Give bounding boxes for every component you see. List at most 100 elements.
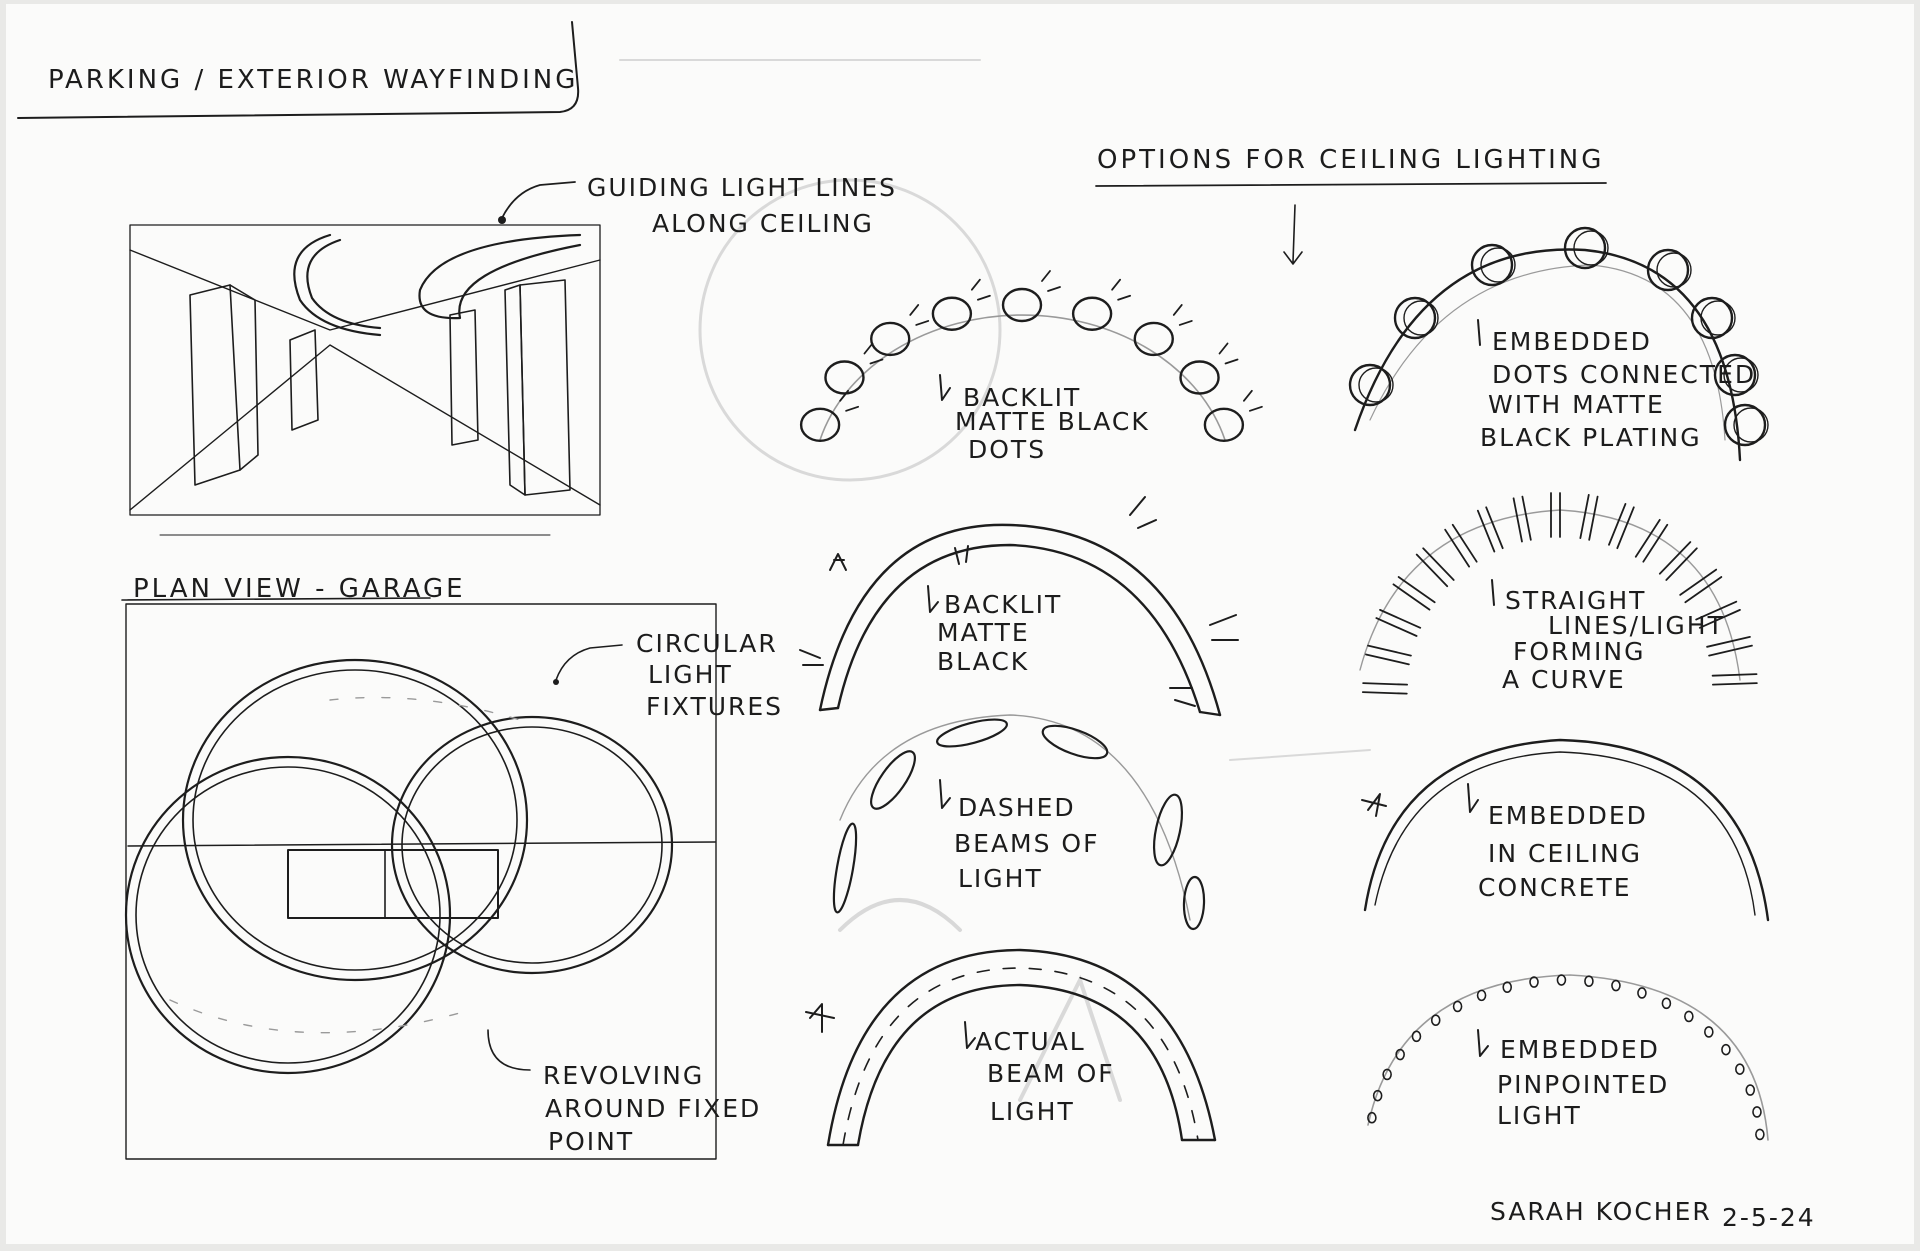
guiding-light-note-line1: GUIDING LIGHT LINES [587,173,897,202]
option-4-line4: A CURVE [1502,665,1626,694]
glow-tick [1172,304,1193,326]
embedded-dot-rim [1358,367,1394,403]
option-7-line3: LIGHT [990,1097,1075,1126]
light-dot [799,407,841,443]
plan-view: PLAN VIEW - GARAGE CIRCULAR LIGHT FIXTUR… [121,574,783,1160]
embedded-dot [1713,353,1757,397]
glow-tick [863,342,884,365]
option-1-line3: DOTS [968,435,1046,464]
dashed-beam [870,750,916,810]
option-3-line3: BLACK [937,647,1029,676]
dashed-beam [1041,724,1109,760]
embedded-dot-rim [1700,300,1736,336]
light-dot [1071,296,1113,331]
light-dot [931,296,973,331]
option-embedded-concrete-sketch: EMBEDDED IN CEILING CONCRETE [1361,738,1770,922]
light-dot [1203,407,1245,443]
option-backlit-arc-sketch: BACKLIT MATTE BLACK [799,496,1239,717]
light-line [1679,568,1723,604]
page-title: PARKING / EXTERIOR WAYFINDING [48,65,578,95]
pinpoint-light [1584,975,1594,988]
option-8-line1: EMBEDDED [1500,1035,1660,1064]
option-backlit-dots-sketch: BACKLIT MATTE BLACK DOTS [799,270,1263,464]
light-line [1658,541,1698,581]
signature-name: SARAH KOCHER [1490,1197,1712,1226]
option-3-line1: BACKLIT [944,590,1062,619]
embedded-dot [1348,363,1392,407]
embedded-dot [1723,403,1767,447]
light-line [1579,494,1599,541]
revolving-note-line2: AROUND FIXED [545,1094,761,1123]
option-4-line1: STRAIGHT [1505,586,1646,615]
plan-frame [125,603,717,1160]
option-2-line2: DOTS CONNECTED [1492,360,1756,389]
pinpoint-light [1372,1089,1383,1102]
guiding-light-note-line2: ALONG CEILING [652,209,874,238]
embedded-dot-rim [1480,247,1516,283]
pinpoint-light [1452,1000,1463,1013]
option-8-line2: PINPOINTED [1497,1070,1669,1099]
light-dot [1001,287,1043,323]
revolving-note-line3: POINT [548,1127,634,1156]
option-7-line2: BEAM OF [987,1059,1115,1088]
pinpoint-light [1755,1128,1765,1141]
bleed-through-marks [619,59,1371,1102]
pinpoint-light [1745,1084,1756,1096]
light-dot [824,360,865,395]
option-2-line3: WITH MATTE [1488,390,1665,419]
embedded-dot-rim [1723,357,1759,393]
light-line [1476,506,1504,553]
pinpoint-light [1704,1026,1714,1038]
ceiling-options-heading: OPTIONS FOR CEILING LIGHTING [1097,145,1604,175]
embedded-dot [1393,296,1437,340]
glow-tick [970,278,991,301]
paper [6,4,1914,1244]
pinpoint-light [1430,1014,1441,1027]
option-embedded-dots-sketch: EMBEDDED DOTS CONNECTED WITH MATTE BLACK… [1348,226,1769,462]
circular-fixtures-note-line1: CIRCULAR [636,629,778,658]
light-line [1392,576,1436,611]
embedded-dot [1563,226,1607,270]
light-line [1706,636,1753,657]
signature-block: SARAH KOCHER 2-5-24 [1490,1197,1816,1232]
signature-date: 2-5-24 [1722,1203,1816,1232]
dashed-beam [1152,793,1184,867]
option-dashed-beams-sketch: DASHED BEAMS OF LIGHT [832,714,1206,931]
perspective-sketch: GUIDING LIGHT LINES ALONG CEILING [129,173,897,536]
embedded-dot-rim [1733,407,1769,443]
option-2-line1: EMBEDDED [1492,327,1652,356]
light-line [1375,608,1422,637]
embedded-dot-rim [1573,230,1609,266]
option-6-line1: EMBEDDED [1488,801,1648,830]
pinpoint-light [1721,1043,1731,1056]
light-dot [1133,321,1174,357]
light-line [1711,673,1758,686]
light-line [1608,503,1635,550]
pinpoint-light [1661,997,1672,1010]
option-4-line2: LINES/LIGHT [1548,611,1725,640]
pinpoint-light [1502,981,1513,993]
light-line [1415,547,1455,588]
option-4-line3: FORMING [1513,637,1645,666]
title-block: PARKING / EXTERIOR WAYFINDING [17,21,580,119]
option-actual-beam-sketch: ACTUAL BEAM OF LIGHT [805,948,1217,1147]
option-straight-lines-sketch: STRAIGHT LINES/LIGHT FORMING A CURVE [1359,492,1758,695]
option-3-line2: MATTE [937,618,1030,647]
option-5-line1: DASHED [958,793,1076,822]
embedded-dot [1646,248,1690,292]
pinpoint-light [1367,1111,1377,1124]
light-line [1361,682,1408,695]
light-line [1512,495,1532,543]
pinpoint-light [1684,1010,1694,1023]
embedded-dot-rim [1403,300,1439,336]
embedded-dot-rim [1656,252,1692,288]
option-pinpointed-sketch: EMBEDDED PINPOINTED LIGHT [1367,974,1769,1141]
pinpoint-light [1637,987,1647,999]
circular-fixtures-note-line3: FIXTURES [646,692,783,721]
option-1-line2: MATTE BLACK [955,407,1150,436]
option-6-line2: IN CEILING [1488,839,1642,868]
glow-tick [909,304,930,326]
embedded-dot [1690,296,1734,340]
option-5-line2: BEAMS OF [954,829,1100,858]
light-line [1550,492,1561,538]
